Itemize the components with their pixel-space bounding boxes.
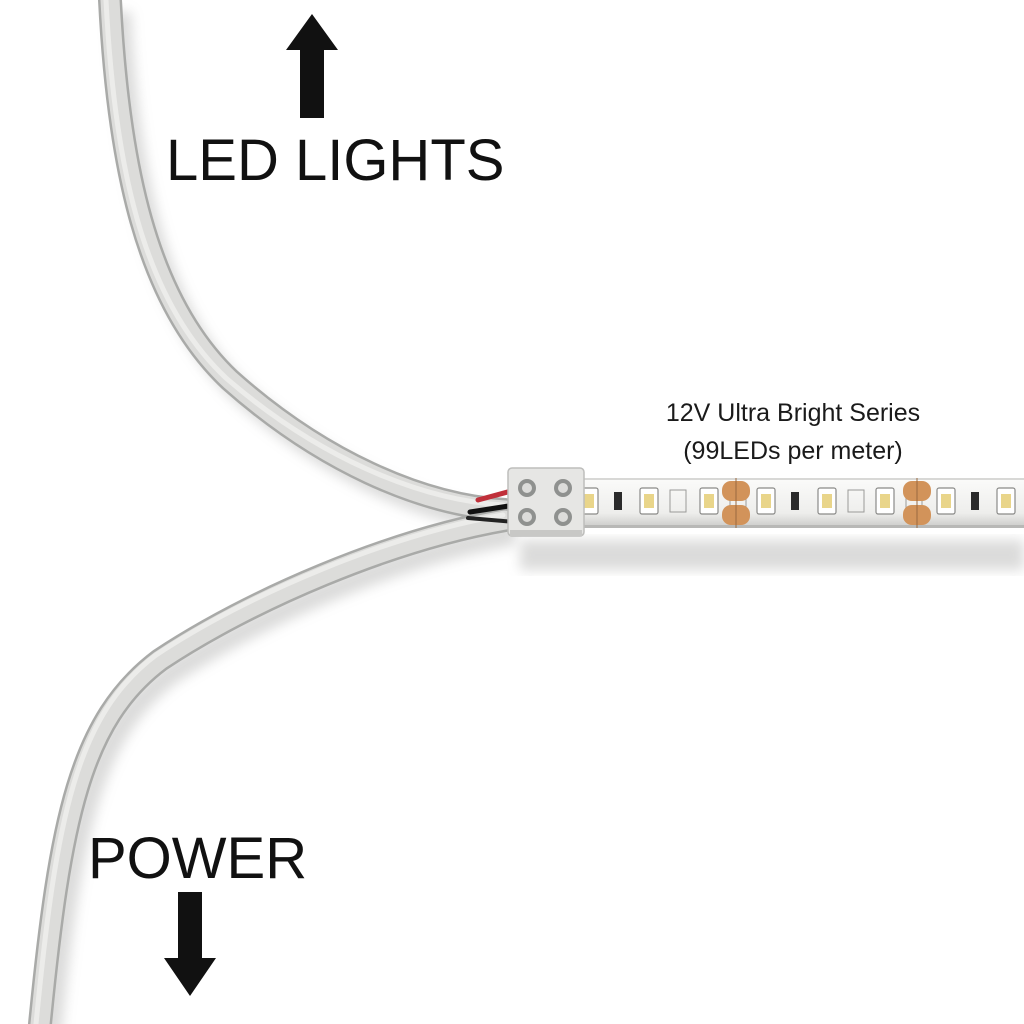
led-chip-emitter [761,494,771,508]
led-cable [98,0,517,522]
connector-buttons [518,479,572,526]
strip-connector [507,467,585,537]
circuit-marking [669,489,687,513]
led-chip-emitter [1001,494,1011,508]
led-chips [579,487,1016,515]
resistor [791,492,799,510]
led-chip-emitter [822,494,832,508]
series-caption: 12V Ultra Bright Series (99LEDs per mete… [600,394,986,470]
solder-pads [722,478,931,528]
power-cable [28,508,517,1024]
circuit-marking [847,489,865,513]
led-chip-emitter [644,494,654,508]
arrow-up-icon [286,14,338,118]
led-chip-emitter [584,494,594,508]
resistor [614,492,622,510]
led-chip-emitter [941,494,951,508]
series-title: 12V Ultra Bright Series [665,399,921,427]
series-density: (99LEDs per meter) [683,437,903,465]
led-lights-label: LED LIGHTS [166,128,505,193]
led-chip-emitter [880,494,890,508]
resistor [971,492,979,510]
power-label: POWER [88,826,308,891]
led-chip-emitter [704,494,714,508]
arrow-down-icon [164,892,216,996]
